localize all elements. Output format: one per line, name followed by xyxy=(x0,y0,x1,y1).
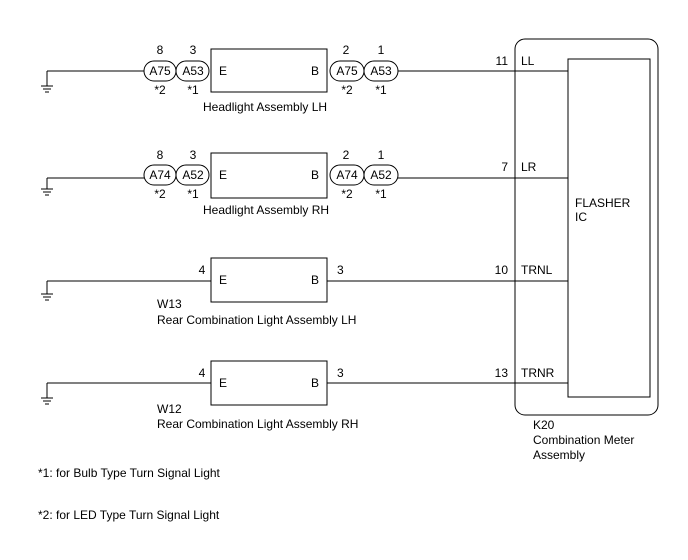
meter-code: K20 xyxy=(533,418,555,432)
pin-number: 3 xyxy=(190,148,197,162)
ground-icon-4 xyxy=(41,383,53,405)
flasher-ic-label: IC xyxy=(575,210,587,224)
ground-icon-1 xyxy=(41,71,53,93)
connector-ellipse xyxy=(175,164,210,186)
terminal-label: B xyxy=(311,376,319,390)
pin-number: 4 xyxy=(199,366,206,380)
pin-number: 8 xyxy=(157,43,164,57)
component-box xyxy=(210,152,328,199)
connector-code: A75 xyxy=(336,64,358,78)
pin-number: 3 xyxy=(190,43,197,57)
pin-number: 8 xyxy=(157,148,164,162)
pin-number: 2 xyxy=(343,43,350,57)
footnote-mark: *1 xyxy=(375,83,387,97)
component-name: Headlight Assembly LH xyxy=(203,100,327,114)
terminal-label: E xyxy=(219,64,227,78)
meter-pin-number: 10 xyxy=(495,263,509,277)
footnote-mark: *2 xyxy=(154,187,166,201)
meter-terminal-label: LL xyxy=(521,54,535,68)
footnote-mark: *2 xyxy=(154,83,166,97)
terminal-label: B xyxy=(311,64,319,78)
terminal-label: B xyxy=(311,168,319,182)
component-box xyxy=(210,257,328,303)
footnote-mark: *1 xyxy=(187,83,199,97)
meter-terminal-label: LR xyxy=(521,160,537,174)
ground-icon-3 xyxy=(41,281,53,301)
combination-meter-box xyxy=(514,38,659,416)
connector-ellipse xyxy=(363,60,399,82)
flasher-ic-box xyxy=(567,58,651,398)
footnote-mark: *2 xyxy=(341,187,353,201)
pin-number: 1 xyxy=(378,148,385,162)
component-name: Headlight Assembly RH xyxy=(203,203,329,217)
connector-code: A53 xyxy=(182,64,204,78)
meter-pin-number: 7 xyxy=(501,160,508,174)
connector-code: A75 xyxy=(149,64,171,78)
pin-number: 1 xyxy=(378,43,385,57)
pin-number: 2 xyxy=(343,148,350,162)
footnote-bulb-type: *1: for Bulb Type Turn Signal Light xyxy=(38,466,220,480)
connector-code: W12 xyxy=(157,402,182,416)
terminal-label: E xyxy=(219,168,227,182)
ground-icon-2 xyxy=(41,178,53,196)
meter-pin-number: 11 xyxy=(496,54,509,68)
connector-code: A74 xyxy=(149,168,171,182)
flasher-ic-label: FLASHER xyxy=(575,196,631,210)
footnote-mark: *2 xyxy=(341,83,353,97)
meter-terminal-label: TRNL xyxy=(521,263,553,277)
pin-number: 3 xyxy=(337,366,344,380)
meter-name: Assembly xyxy=(533,448,585,462)
pin-number: 4 xyxy=(199,263,206,277)
connector-ellipse xyxy=(363,164,399,186)
connector-code: A52 xyxy=(182,168,204,182)
footnote-led-type: *2: for LED Type Turn Signal Light xyxy=(38,508,220,522)
connector-code: A74 xyxy=(336,168,358,182)
connector-ellipse xyxy=(175,60,210,82)
terminal-label: E xyxy=(219,376,227,390)
terminal-label: B xyxy=(311,273,319,287)
meter-terminal-label: TRNR xyxy=(521,366,555,380)
component-name: Rear Combination Light Assembly LH xyxy=(157,313,356,327)
meter-pin-number: 13 xyxy=(495,366,509,380)
terminal-label: E xyxy=(219,273,227,287)
connector-code: A53 xyxy=(370,64,392,78)
pin-number: 3 xyxy=(337,263,344,277)
footnote-mark: *1 xyxy=(187,187,199,201)
component-box xyxy=(210,360,328,406)
component-name: Rear Combination Light Assembly RH xyxy=(157,417,358,431)
connector-code: A52 xyxy=(370,168,392,182)
meter-name: Combination Meter xyxy=(533,433,634,447)
footnote-mark: *1 xyxy=(375,187,387,201)
component-box xyxy=(210,48,328,93)
connector-code: W13 xyxy=(157,297,182,311)
